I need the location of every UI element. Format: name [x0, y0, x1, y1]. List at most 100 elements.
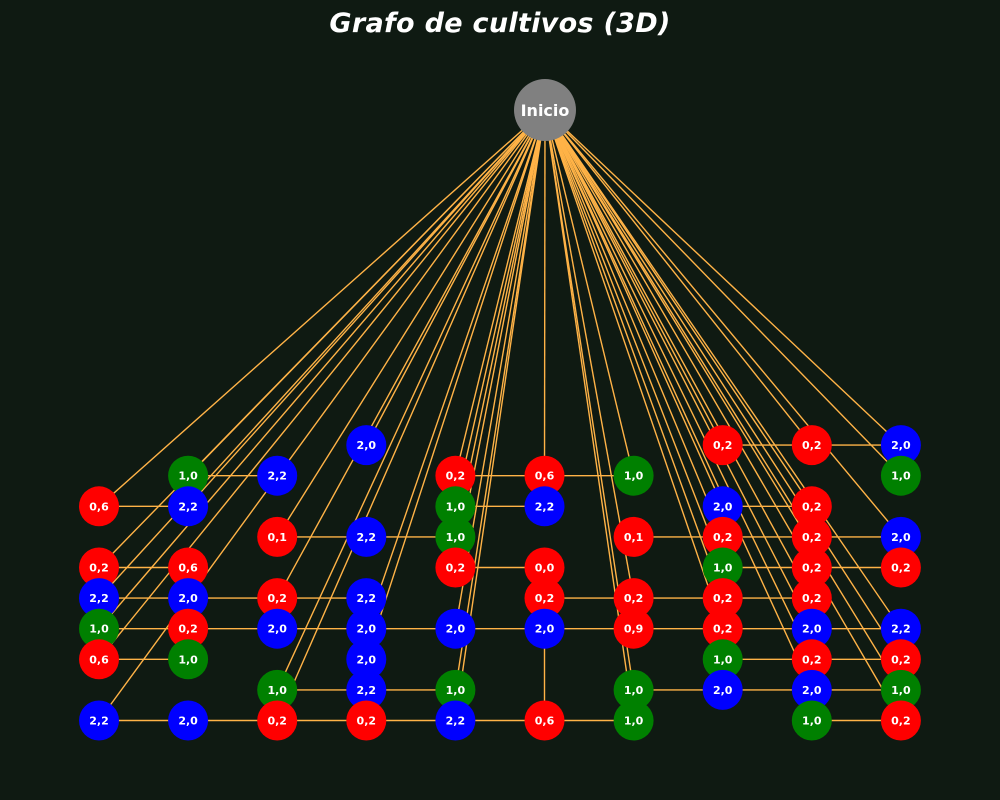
crop-node: 2,0: [346, 608, 387, 649]
root-edge: [544, 109, 813, 691]
crop-node-label: 1,0: [802, 715, 822, 728]
crop-node-circle: [168, 639, 209, 680]
crop-node-label: 0,2: [624, 592, 644, 605]
crop-node-label: 1,0: [446, 500, 466, 513]
crop-node: 1,0: [168, 639, 209, 680]
chart-title: Grafo de cultivos (3D): [329, 8, 671, 39]
crop-node: 0,0: [524, 547, 565, 588]
crop-node-label: 2,0: [713, 500, 733, 513]
crop-node-label: 0,2: [891, 562, 911, 575]
crop-node-circle: [880, 639, 921, 680]
crop-node-label: 0,2: [446, 562, 466, 575]
root-edge: [544, 109, 902, 721]
crop-node-circle: [257, 578, 298, 619]
crop-node-label: 0,2: [446, 470, 466, 483]
crop-node: 0,2: [613, 578, 654, 619]
crop-node-circle: [702, 669, 743, 710]
crop-node-label: 1,0: [713, 653, 733, 666]
root-edge: [544, 109, 902, 477]
root-edge: [544, 109, 813, 630]
crop-node-label: 2,2: [357, 684, 377, 697]
crop-node-circle: [79, 486, 119, 527]
crop-node: 2,0: [702, 669, 743, 710]
root-edge: [454, 109, 546, 476]
root-edge: [187, 109, 546, 477]
crop-node: 1,0: [702, 639, 743, 680]
crop-node: 0,2: [880, 639, 921, 680]
crop-node: 2,0: [524, 608, 565, 649]
root-edge: [543, 109, 546, 476]
crop-node-circle: [524, 608, 565, 649]
crop-node-label: 1,0: [891, 470, 911, 483]
crop-node-circle: [168, 608, 209, 649]
crop-node-circle: [346, 425, 387, 466]
crop-node: 0,2: [257, 578, 298, 619]
crop-node: 0,2: [702, 608, 743, 649]
crop-node-label: 1,0: [446, 684, 466, 697]
crop-node: 0,2: [79, 547, 119, 588]
crop-node-circle: [791, 547, 832, 588]
crop-node: 2,0: [880, 425, 921, 466]
crop-node-label: 0,2: [357, 715, 377, 728]
crop-node-label: 0,9: [624, 623, 644, 636]
crop-node: 1,0: [702, 547, 743, 588]
crop-node-circle: [168, 547, 209, 588]
crop-node: 0,6: [79, 486, 119, 527]
crop-node-label: 2,2: [446, 715, 466, 728]
crop-node: 0,6: [168, 547, 209, 588]
crop-node-label: 1,0: [624, 715, 644, 728]
crop-node: 2,0: [791, 608, 832, 649]
crop-node-label: 1,0: [624, 684, 644, 697]
crop-node-label: 0,2: [535, 592, 555, 605]
crop-node-circle: [702, 486, 743, 527]
crop-node-label: 2,2: [891, 623, 911, 636]
crop-node-circle: [79, 578, 119, 619]
root-edge: [544, 109, 902, 691]
crop-node-circle: [613, 608, 654, 649]
crop-node-circle: [346, 608, 387, 649]
root-edge: [365, 109, 546, 660]
crop-node-label: 0,2: [891, 653, 911, 666]
crop-node-label: 0,2: [713, 623, 733, 636]
crop-node-label: 0,2: [802, 531, 822, 544]
crop-node-label: 0,1: [267, 531, 287, 544]
crop-node-circle: [346, 639, 387, 680]
crop-node-circle: [346, 669, 387, 710]
root-edge: [454, 109, 546, 568]
crop-node-circle: [524, 455, 565, 496]
crop-node: 1,0: [613, 455, 654, 496]
crop-node-circle: [168, 486, 209, 527]
crop-node-label: 0,6: [89, 653, 109, 666]
root-edge: [454, 109, 546, 691]
crop-node: 2,2: [524, 486, 565, 527]
crop-node: 0,2: [257, 700, 298, 741]
crop-node-label: 0,2: [802, 439, 822, 452]
root-edge: [276, 109, 546, 599]
crop-node-label: 0,2: [802, 500, 822, 513]
crop-node-circle: [435, 455, 476, 496]
crop-node-label: 1,0: [89, 623, 109, 636]
root-edge: [98, 109, 546, 599]
crop-node: 2,2: [79, 700, 119, 741]
crop-node-circle: [79, 700, 119, 741]
crop-node-label: 1,0: [267, 684, 287, 697]
crop-node-circle: [791, 639, 832, 680]
crop-node-circle: [791, 578, 832, 619]
crop-node-circle: [791, 700, 832, 741]
crop-node: 2,2: [346, 578, 387, 619]
root-edge: [544, 109, 724, 599]
crop-node-label: 0,2: [267, 592, 287, 605]
crop-node: 0,2: [702, 425, 743, 466]
root-edge: [544, 109, 813, 507]
crop-node-label: 2,0: [802, 623, 822, 636]
crop-node-label: 0,2: [891, 715, 911, 728]
crop-node-label: 1,0: [178, 470, 198, 483]
crop-node: 2,0: [435, 608, 476, 649]
crop-node: 2,2: [346, 516, 387, 557]
crop-node: 0,6: [524, 700, 565, 741]
crop-node-circle: [613, 578, 654, 619]
crop-node-circle: [702, 639, 743, 680]
crop-node: 0,2: [791, 578, 832, 619]
